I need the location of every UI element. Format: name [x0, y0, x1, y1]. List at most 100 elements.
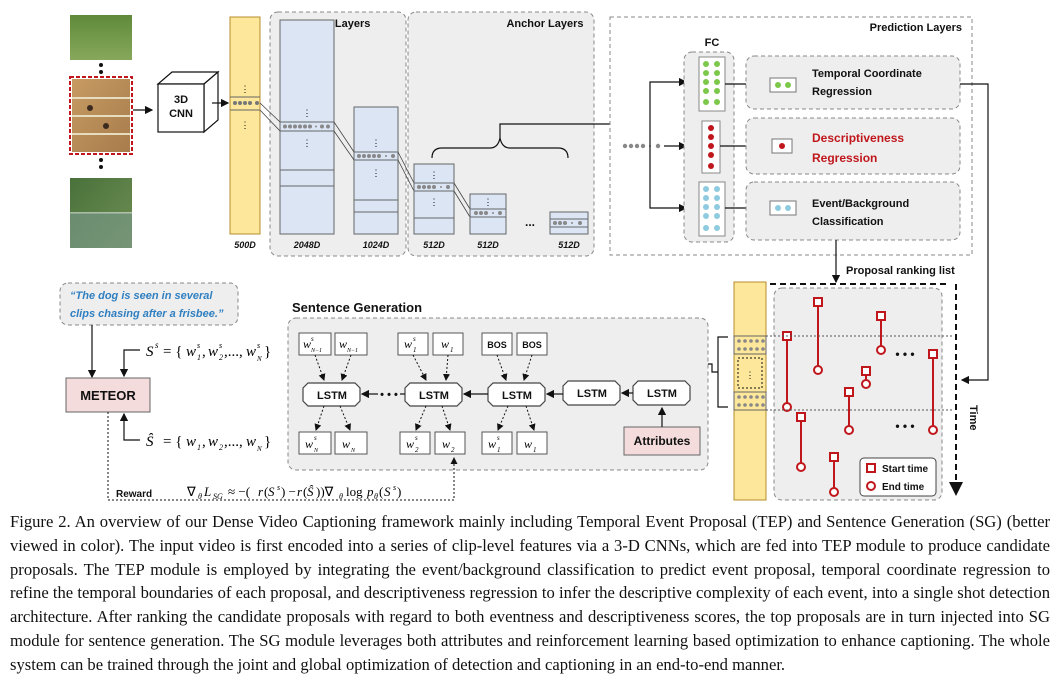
svg-text:Ŝ: Ŝ: [146, 433, 154, 450]
lstm-cells: [302, 380, 691, 407]
svg-text:• • •: • • •: [895, 419, 914, 433]
svg-text:∇: ∇: [186, 484, 196, 499]
dim-label: 500D: [234, 240, 256, 250]
svg-text:s: s: [257, 341, 260, 350]
svg-text:w: w: [339, 337, 347, 351]
svg-text:,: ,: [202, 434, 206, 450]
svg-text:w: w: [404, 337, 412, 351]
svg-text:θ: θ: [339, 492, 343, 501]
svg-text:w: w: [406, 437, 414, 451]
svg-text:w: w: [186, 434, 196, 450]
frame-image: [70, 15, 132, 60]
svg-text:N−1: N−1: [346, 348, 358, 354]
proposal-ranking-label: Proposal ranking list: [846, 265, 955, 277]
svg-text:⋮: ⋮: [430, 197, 439, 207]
svg-text:⋮: ⋮: [372, 138, 381, 148]
lstm-label: LSTM: [577, 388, 607, 400]
svg-text:⋮: ⋮: [372, 168, 381, 178]
lstm-label: LSTM: [647, 388, 677, 400]
svg-text:⋮: ⋮: [303, 108, 312, 118]
svg-text:2: 2: [219, 353, 223, 362]
ellipsis: ...: [525, 215, 535, 229]
svg-text:s: s: [497, 434, 500, 442]
ground-truth-caption-line-1: “The dog is seen in several: [70, 290, 213, 302]
svg-text:N: N: [313, 448, 319, 454]
cnn-label-1: 3D: [174, 94, 188, 106]
svg-text:S: S: [268, 484, 275, 499]
svg-text:w: w: [441, 337, 449, 351]
attributes-box: [623, 426, 701, 456]
svg-text:1: 1: [497, 446, 501, 454]
dim-label: 1024D: [363, 240, 390, 250]
svg-text:w: w: [208, 344, 218, 360]
svg-text:,...,: ,...,: [224, 344, 243, 360]
svg-text:p: p: [366, 484, 374, 499]
bos-token: BOS: [487, 340, 507, 350]
svg-text:⋮: ⋮: [484, 197, 493, 207]
svg-text:S: S: [146, 344, 154, 360]
svg-text:w: w: [208, 434, 218, 450]
event-classification-label-2: Classification: [812, 216, 884, 228]
svg-text:) −: ) −: [281, 484, 296, 499]
meteor-box: [65, 377, 151, 413]
svg-text:))∇: ))∇: [316, 484, 334, 499]
reward-label: Reward: [116, 489, 152, 500]
svg-text:,: ,: [202, 344, 206, 360]
legend-box: [859, 457, 937, 497]
time-label: Time: [967, 405, 979, 430]
figure-caption: Figure 2. An overview of our Dense Video…: [10, 512, 1050, 674]
svg-text:• • •: • • •: [895, 347, 914, 361]
svg-text:r: r: [258, 484, 264, 499]
lstm-label: LSTM: [502, 390, 532, 402]
svg-text:s: s: [415, 434, 418, 442]
svg-text:1: 1: [197, 353, 201, 362]
output-word-boxes: [298, 431, 548, 455]
svg-text:r: r: [297, 484, 303, 499]
svg-text:≈ −(: ≈ −(: [228, 484, 250, 499]
svg-text:s: s: [277, 483, 280, 492]
svg-text:• • •: • • •: [380, 389, 398, 401]
svg-text:s: s: [311, 335, 314, 343]
descriptiveness-box: [745, 117, 961, 175]
svg-text:2: 2: [415, 446, 419, 454]
svg-text:= {: = {: [163, 434, 182, 450]
feature-column-500d: [229, 16, 261, 235]
svg-text:⋮: ⋮: [303, 138, 312, 148]
svg-text:s: s: [155, 340, 159, 350]
proposal-feature-column: [733, 281, 767, 501]
anchor-layers-title: Anchor Layers: [506, 18, 583, 30]
cnn-cube: 3D CNN: [156, 70, 220, 134]
sentence-generation-title: Sentence Generation: [292, 300, 422, 315]
descriptiveness-label-2: Regression: [812, 151, 877, 165]
svg-text:w: w: [305, 437, 313, 451]
fc-label: FC: [705, 37, 720, 49]
svg-text:θ: θ: [374, 492, 378, 501]
svg-text:N: N: [350, 448, 356, 454]
svg-text:θ: θ: [198, 492, 202, 501]
svg-text:S: S: [384, 484, 391, 499]
svg-text:⋮: ⋮: [241, 84, 250, 94]
dim-label: 512D: [423, 240, 445, 250]
svg-text:s: s: [219, 341, 222, 350]
legend-end-time: End time: [882, 482, 925, 493]
svg-text:w: w: [303, 337, 311, 351]
svg-text:1: 1: [533, 446, 537, 454]
svg-text:⋮: ⋮: [241, 120, 250, 130]
svg-text:⋮: ⋮: [430, 170, 439, 180]
ground-truth-caption-line-2: clips chasing after a frisbee.”: [70, 308, 224, 320]
svg-text:}: }: [264, 434, 271, 450]
svg-text:s: s: [393, 483, 396, 492]
svg-text:s: s: [413, 335, 416, 343]
svg-text:2: 2: [451, 446, 455, 454]
svg-text:w: w: [442, 437, 450, 451]
svg-text:w: w: [524, 437, 532, 451]
svg-text:SG: SG: [213, 492, 223, 501]
anchor-layer-512d: [549, 211, 589, 235]
svg-text:1: 1: [413, 346, 417, 354]
bos-token: BOS: [522, 340, 542, 350]
meteor-label: METEOR: [80, 388, 136, 403]
proposal-timeline-panel: [773, 287, 943, 501]
